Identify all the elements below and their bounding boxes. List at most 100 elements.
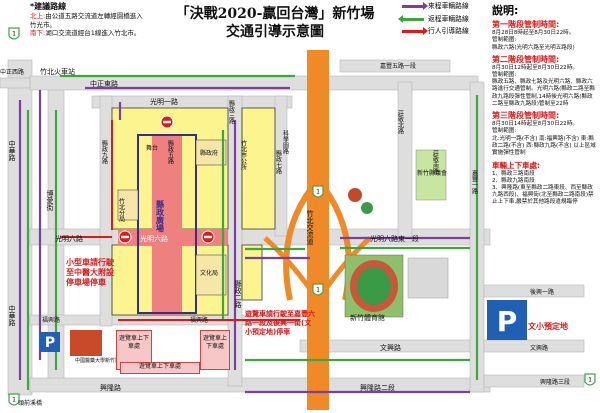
- label-kexue: 科學園路: [282, 129, 289, 155]
- dropoff-item: 1、縣政三路南段: [492, 170, 535, 177]
- no-entry-icon: [160, 115, 174, 129]
- stage-scope-label: 管制範圍:: [492, 37, 517, 44]
- label-hospital: 中國醫藥大學新竹附設醫院: [75, 357, 135, 364]
- notes-panel: 說明: 第一階段管制時間: 8月28日8時起至8月30日22時。 管制範圍: 縣…: [492, 4, 598, 206]
- label-library: 文化局: [200, 269, 218, 277]
- label-zhongzheng-w: 中正西路: [0, 68, 24, 76]
- highway-shield-icon: 1: [8, 393, 20, 406]
- building-b: [117, 189, 139, 221]
- label-xianzheng7: 縣政七路: [275, 149, 282, 175]
- label-gate: 竹北市公所: [240, 139, 247, 171]
- label-stage: 舞台: [146, 144, 158, 152]
- legend-item-arrive: 來程車輛路線: [402, 1, 480, 11]
- title-sub: 交通引導示意圖: [226, 23, 324, 40]
- stadium: [344, 254, 449, 318]
- stage-scope: 縣政六路(光明六路至光明五路段): [492, 44, 575, 51]
- stadium-annex: [407, 257, 449, 299]
- pedestrian-routes: [60, 120, 300, 321]
- label-xianzheng3: 縣政三路: [228, 99, 235, 125]
- legend-arrow-icon: [402, 27, 428, 36]
- stage-scope: 北:光明一路(不含) 南:福興路(不含) 東:縣政二路(不含) 西:縣政九路(不…: [492, 135, 596, 156]
- blocked-guangming6: [118, 229, 228, 245]
- highway-shield-icon: 1: [312, 283, 324, 296]
- parking-letter: P: [45, 335, 55, 351]
- label-xianzheng9: 縣政九路: [101, 139, 108, 165]
- svg-text:1: 1: [12, 397, 16, 404]
- stage-scope: 縣政五路、縣政七路及光明六路、縣政六路進行交通管制。光明六路(縣政二路至縣政九路…: [492, 79, 595, 107]
- blocked-xianzheng5-south: [152, 245, 182, 315]
- dropoff-section: 車輛上下車處: 1、縣政三路南段 2、縣政九路南段 3、興隆路(東至縣政二路東段…: [492, 161, 598, 206]
- bus-zone-2: 遊覽車上下車處: [200, 330, 230, 370]
- suggestion-north: 北上:由公道五路交流道左轉經園橋進入竹光市。: [30, 12, 145, 29]
- legend-label: 行人引導路線: [428, 27, 469, 36]
- label-guangming1: 光明一路: [150, 97, 178, 106]
- label-wanshou: 後興一路: [530, 288, 554, 296]
- highway-shield-icon: 1: [584, 373, 596, 386]
- landmark-green-dot: [361, 202, 373, 214]
- label-zhonghua-2: 中華路: [8, 304, 16, 327]
- label-xinglong2: 興隆路二段: [360, 383, 395, 392]
- control-zone: [111, 107, 276, 316]
- road-xinglong: [29, 377, 491, 393]
- legend-item-pedestrian: 行人引導路線: [402, 27, 480, 36]
- label-zhuangjing-2: 莊敬南路: [432, 149, 439, 175]
- road-labels: 竹北火車站 中正東路 中正西路 中華路 中華路 博愛街 光明一路 縣政九路 縣政…: [0, 62, 570, 407]
- stage-heading: 第一階段管制時間:: [492, 20, 560, 30]
- venue-outline: [137, 134, 197, 314]
- label-police: 竹北分局: [118, 197, 125, 223]
- stage-3: 第三階段管制時間: 8月30日14時起至8月30日22時。 管制範圍: 北:光明…: [492, 111, 598, 157]
- road-guangming1: [91, 95, 293, 109]
- highway-main: [307, 50, 329, 410]
- bus-callout: 遊覽車請行駛至嘉豐六路一段及後興一街(文小預定地)停車: [245, 310, 315, 336]
- bus-zone-3: 遊覽車上下車處: [120, 362, 200, 374]
- label-venue2: 縣政府: [200, 149, 218, 157]
- parking-icon: [40, 332, 60, 352]
- label-wenxing-right: 文興路: [530, 344, 548, 352]
- notes-title: 說明:: [492, 4, 519, 17]
- label-zhubei-station: 竹北火車站: [40, 67, 75, 76]
- stage-2: 第二階段管制時間: 8月30日12時起至8月30日22時。 管制範圍: 縣政五路…: [492, 55, 598, 108]
- stage-1: 第一階段管制時間: 8月28日8時起至8月30日22時。 管制範圍: 縣政六路(…: [492, 20, 598, 52]
- label-township: 新竹縣議會: [417, 169, 447, 177]
- legend-label: 來程車輛路線: [428, 2, 469, 10]
- building-a: [195, 139, 227, 166]
- legend-item-return: 返程車輛路線: [398, 14, 480, 24]
- label-guangming6: 光明六路: [55, 234, 83, 243]
- parking-icon: [487, 300, 527, 340]
- no-entry-icon: [201, 230, 215, 244]
- label-boai: 博愛街: [46, 189, 54, 212]
- building-labels: 縣政廣場 縣政府 竹北分局 文化局 舞台 竹北市公所 新竹縣議會 中國醫藥大學新…: [75, 139, 447, 364]
- hospital-block: [70, 330, 102, 356]
- road-top-right: [339, 59, 451, 73]
- stage-period: 8月28日8時起至8月30日22時。: [492, 30, 575, 37]
- label-xinglong: 興隆路: [100, 383, 121, 392]
- no-entry-icon: [118, 230, 132, 244]
- zone-east: [241, 107, 276, 230]
- label-xinzhu-gym: 新竹體育館: [350, 313, 385, 322]
- suggestion-box: *建議路線 北上:由公道五路交流道左轉經園橋進入竹光市。 南下:湖口交流道經台1…: [30, 2, 145, 37]
- label-xianzheng5: 縣政五路: [167, 139, 174, 165]
- label-hsinchu-bridge: 頭前溪橋: [18, 399, 42, 407]
- road-zhongzheng-west: [0, 77, 31, 89]
- road-zhuangjing: [397, 81, 413, 243]
- label-xinglong3: 興隆路三段: [540, 378, 570, 386]
- park-block: [415, 149, 447, 201]
- stage-period: 8月30日12時起至8月30日22時。: [492, 65, 578, 72]
- label-fuxing: 福興路: [42, 316, 60, 324]
- label-zhonghua: 中華路: [8, 139, 16, 162]
- dropoff-title: 車輛上下車處:: [492, 160, 540, 170]
- blocked-xianzheng5: [152, 135, 182, 229]
- no-entry-signs: [118, 115, 215, 244]
- stadium-field: [357, 267, 391, 305]
- svg-text:1: 1: [316, 287, 320, 294]
- parking-right-label: 文小預定地: [528, 322, 568, 331]
- small-car-callout: 小型車請行駛至中醫大附設停車場停車: [66, 258, 114, 288]
- parking-right: P: [487, 300, 527, 340]
- zone-southeast: [241, 244, 263, 301]
- label-jiafeng: 嘉豐一路: [471, 169, 478, 195]
- highway-shield-icon: 1: [312, 185, 324, 198]
- road-wenxing-right: [483, 339, 585, 353]
- svg-text:1: 1: [588, 377, 592, 384]
- legend-arrow-icon: [398, 14, 424, 23]
